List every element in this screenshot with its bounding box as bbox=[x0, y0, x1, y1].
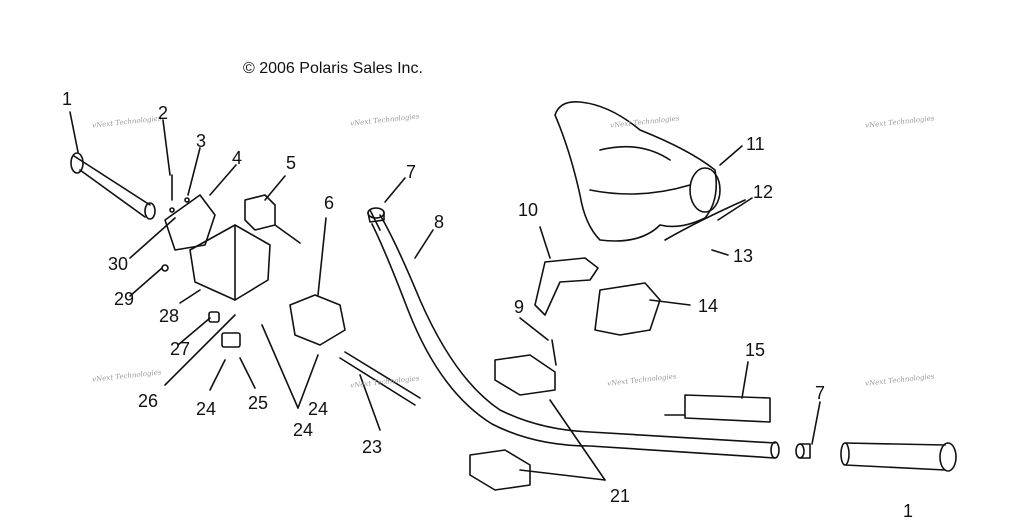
callout-number: 1 bbox=[903, 501, 914, 521]
callout-number: 24 bbox=[308, 399, 329, 419]
end-plug-left bbox=[367, 207, 385, 223]
lever-bracket bbox=[164, 194, 216, 251]
callout-number: 1 bbox=[62, 89, 73, 109]
wire-harness bbox=[664, 199, 746, 241]
callout-number: 9 bbox=[514, 297, 525, 317]
callout-number: 27 bbox=[170, 339, 191, 359]
callout-number: 7 bbox=[406, 162, 417, 182]
callout-number: 30 bbox=[108, 254, 129, 274]
callout-number: 29 bbox=[114, 289, 135, 309]
callout-number: 21 bbox=[610, 486, 631, 506]
callout-number: 15 bbox=[745, 340, 766, 360]
callout-number: 7 bbox=[815, 383, 826, 403]
callout-number: 10 bbox=[518, 200, 539, 220]
left-grip bbox=[70, 152, 156, 220]
callout-number: 28 bbox=[159, 306, 180, 326]
end-plug-right bbox=[795, 443, 811, 459]
upper-cover bbox=[534, 257, 599, 316]
throttle-cable bbox=[339, 357, 416, 406]
callout-number: 23 bbox=[362, 437, 383, 457]
callout-number: 6 bbox=[324, 193, 335, 213]
switch-housing bbox=[289, 294, 346, 346]
callout-number: 5 bbox=[286, 153, 297, 173]
cover-plate bbox=[221, 332, 241, 348]
callout-number: 13 bbox=[733, 246, 754, 266]
lower-cover bbox=[594, 282, 661, 336]
callout-number: 3 bbox=[196, 131, 207, 151]
callout-number: 11 bbox=[746, 134, 765, 154]
callout-number: 25 bbox=[248, 393, 269, 413]
callout-number: 24 bbox=[293, 420, 314, 440]
switch-module bbox=[244, 194, 301, 244]
throttle-switch bbox=[664, 394, 771, 423]
callout-number: 4 bbox=[232, 148, 243, 168]
copyright-text: © 2006 Polaris Sales Inc. bbox=[243, 60, 423, 77]
callout-number: 8 bbox=[434, 212, 445, 232]
callout-number: 2 bbox=[158, 103, 169, 123]
callout-number: 12 bbox=[753, 182, 774, 202]
right-grip bbox=[840, 442, 957, 472]
callout-number: 24 bbox=[196, 399, 217, 419]
control-housing bbox=[189, 224, 271, 301]
handlebar bbox=[369, 209, 780, 459]
callout-number: 14 bbox=[698, 296, 719, 316]
clamp-lower bbox=[469, 449, 531, 491]
bolt bbox=[551, 339, 557, 366]
clamp-upper bbox=[494, 354, 556, 396]
cap bbox=[208, 311, 220, 323]
callout-number: 26 bbox=[138, 391, 159, 411]
